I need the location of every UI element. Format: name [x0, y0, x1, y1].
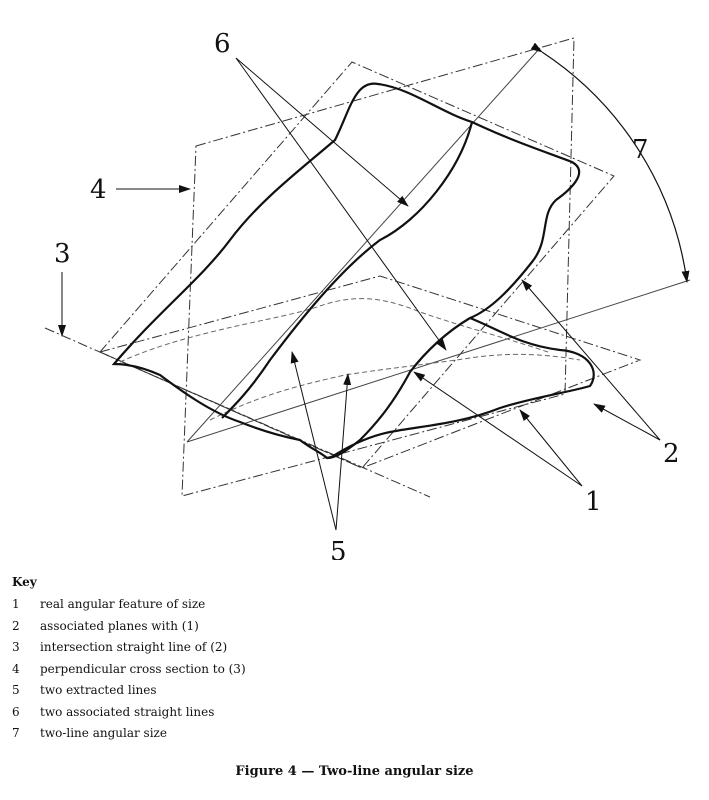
extracted-line-a: [119, 298, 549, 363]
callout-3: 3: [54, 239, 71, 269]
lower-surface-outline: [329, 316, 595, 459]
angular-dimension-arc: [530, 42, 690, 283]
callout-5: 5: [330, 537, 347, 560]
callout-7: 7: [632, 135, 649, 165]
key-item-number: 7: [12, 726, 20, 740]
figure-caption: Figure 4 — Two-line angular size: [235, 764, 474, 779]
key-item: 3 intersection straight line of (2): [12, 637, 692, 659]
associated-straight-line-upper: [186, 47, 541, 443]
intersection-line: [44, 327, 431, 498]
key-item-text: two associated straight lines: [40, 704, 215, 719]
associated-straight-line-lower: [186, 279, 691, 443]
key-item-text: real angular feature of size: [40, 597, 206, 611]
key-item-number: 4: [12, 661, 20, 676]
key-item-text: intersection straight line of (2): [40, 640, 228, 654]
fold-ridge-line: [221, 121, 474, 419]
key-item-text: two extracted lines: [40, 683, 157, 697]
callout-4: 4: [90, 175, 107, 205]
key-item-number: 3: [12, 640, 20, 654]
callout-6: 6: [214, 29, 231, 59]
key-item-text: perpendicular cross section to (3): [40, 661, 246, 676]
key-title: Key: [12, 575, 37, 589]
key-item: 5 two extracted lines: [12, 680, 692, 702]
key-item: 7 two-line angular size: [12, 723, 692, 745]
extracted-line-b: [209, 353, 581, 421]
key-item-text: associated planes with (1): [40, 618, 199, 633]
lower-associated-plane: [98, 275, 642, 469]
callout-2: 2: [663, 439, 680, 469]
leader-lines: [58, 57, 661, 531]
key-item: 6 two associated straight lines: [12, 702, 692, 724]
key-item: 4 perpendicular cross section to (3): [12, 659, 692, 681]
technical-figure: 6 7 4 3 2 1 5: [44, 29, 691, 560]
key-item: 2 associated planes with (1): [12, 616, 692, 638]
key-item: 1 real angular feature of size: [12, 594, 692, 616]
upper-associated-plane: [99, 61, 615, 469]
key-item-number: 5: [12, 683, 20, 697]
cross-section-plane: [181, 37, 575, 497]
key-item-number: 6: [12, 704, 20, 719]
figure-drawing: 6 7 4 3 2 1 5: [44, 29, 691, 560]
key-item-text: two-line angular size: [40, 726, 167, 740]
key-item-number: 1: [12, 597, 20, 611]
key-legend: Key 1 real angular feature of size 2 ass…: [12, 572, 692, 745]
key-item-number: 2: [12, 618, 20, 633]
callout-1: 1: [585, 487, 602, 517]
